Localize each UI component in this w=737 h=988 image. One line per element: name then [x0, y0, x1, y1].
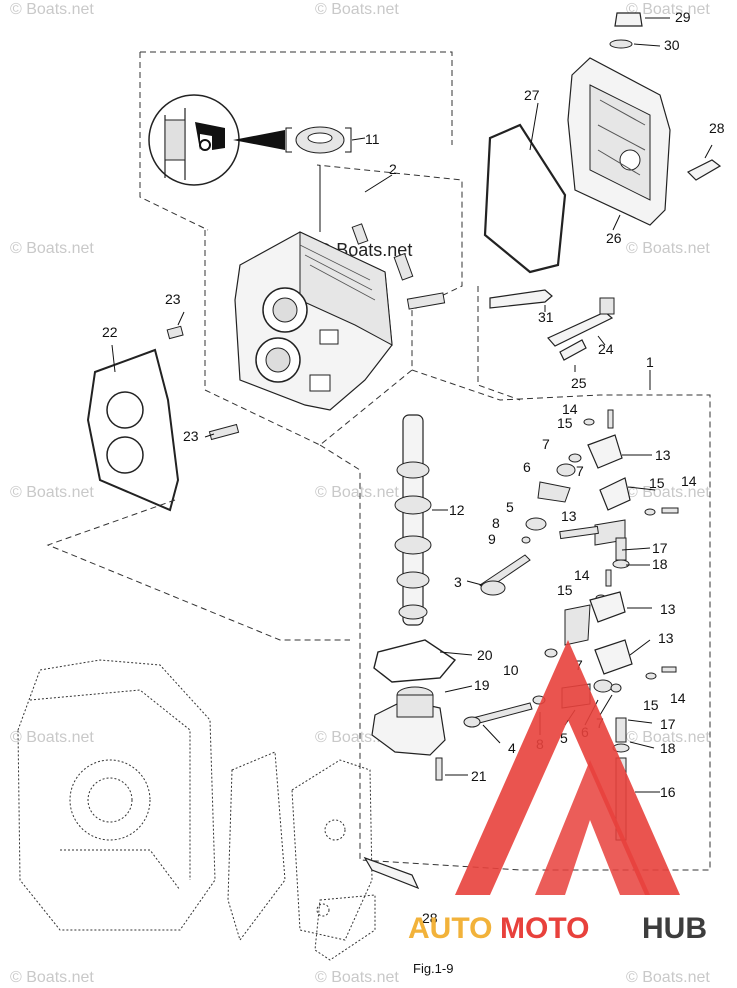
callout-23: 23 [183, 428, 199, 444]
callouts: 11 2 1 27 26 28 29 30 31 24 25 23 23 22 … [102, 9, 725, 926]
filler-cap [614, 12, 643, 27]
automotohub-logo: AUTO MOTO HUB [408, 640, 707, 945]
head-cover-assembly [483, 12, 722, 274]
logo-auto: AUTO [408, 912, 492, 945]
callout-15: 15 [557, 415, 573, 431]
callout-14: 14 [562, 401, 578, 417]
crankcase-ghost [17, 659, 420, 961]
bolt-short [559, 339, 587, 361]
detail-circle [148, 94, 240, 186]
callout-1: 1 [646, 354, 654, 370]
watermark: © Boats.net [10, 969, 94, 986]
callout-16: 16 [660, 784, 676, 800]
watermark: © Boats.net [626, 484, 710, 501]
logo-hub: HUB [642, 912, 707, 945]
watermark: © Boats.net [10, 1, 94, 18]
logo-triangle-icon [455, 640, 680, 895]
callout-21: 21 [471, 768, 487, 784]
callout-19: 19 [474, 677, 490, 693]
callout-10: 10 [503, 662, 519, 678]
watermark: © Boats.net [626, 969, 710, 986]
callout-25: 25 [571, 375, 587, 391]
watermark: © Boats.net [10, 729, 94, 746]
outline-connector-2 [477, 286, 521, 401]
callout-15: 15 [649, 475, 665, 491]
watermark: © Boats.net [315, 484, 399, 501]
callout-9: 9 [488, 531, 496, 547]
pump-housing [371, 639, 457, 781]
watermark: © Boats.net [10, 484, 94, 501]
logo-moto: MOTO [500, 912, 589, 945]
pump-bolt [435, 757, 443, 781]
callout-26: 26 [606, 230, 622, 246]
callout-6: 6 [523, 459, 531, 475]
callout-7: 7 [542, 436, 550, 452]
callout-24: 24 [598, 341, 614, 357]
callout-17: 17 [652, 540, 668, 556]
camshaft [394, 414, 432, 626]
callout-5: 5 [506, 499, 514, 515]
callout-27: 27 [524, 87, 540, 103]
callout-15: 15 [643, 697, 659, 713]
callout-30: 30 [664, 37, 680, 53]
outline-lower [46, 499, 350, 641]
callout-29: 29 [675, 9, 691, 25]
cap-seal [609, 39, 633, 49]
callout-11: 11 [365, 131, 380, 147]
watermark: © Boats.net [626, 240, 710, 257]
outline-left [139, 52, 209, 231]
watermark: © Boats.net [626, 729, 710, 746]
group-outlines [139, 51, 711, 871]
watermark: © Boats.net [626, 1, 710, 18]
outline-cylinder-head-top [140, 51, 453, 145]
watermark: © Boats.net [315, 1, 399, 18]
callout-14: 14 [681, 473, 697, 489]
callout-23: 23 [165, 291, 181, 307]
valve-train-upper [479, 409, 679, 596]
callout-8: 8 [492, 515, 500, 531]
head-fittings [166, 223, 615, 441]
outline-valve-train [319, 394, 711, 871]
pump-gasket [373, 639, 457, 683]
watermark: © Boats.net [315, 969, 399, 986]
callout-14: 14 [670, 690, 686, 706]
callout-14: 14 [574, 567, 590, 583]
cover-gasket [483, 123, 567, 274]
pointer-arrow [233, 130, 285, 150]
callout-18: 18 [652, 556, 668, 572]
callout-5: 5 [560, 730, 568, 746]
cylinder-gasket [86, 348, 180, 512]
cylinder-head [234, 231, 393, 411]
callout-13: 13 [655, 447, 671, 463]
outline-cylinder-head [204, 164, 463, 446]
callout-18: 18 [660, 740, 676, 756]
callout-3: 3 [454, 574, 462, 590]
seal-lip-icon [195, 122, 225, 150]
cover-bolt [686, 159, 722, 181]
callout-28: 28 [422, 910, 438, 926]
callout-7: 7 [576, 463, 584, 479]
callout-28: 28 [709, 120, 725, 136]
callout-13: 13 [660, 601, 676, 617]
figure-label: Fig.1-9 [413, 961, 453, 976]
watermark: © Boats.net [10, 240, 94, 257]
callout-13: 13 [561, 508, 577, 524]
callout-2: 2 [389, 161, 397, 177]
outline-connector [411, 369, 601, 401]
callout-17: 17 [660, 716, 676, 732]
bolt [547, 311, 614, 347]
callout-31: 31 [538, 309, 554, 325]
callout-20: 20 [477, 647, 493, 663]
seal-detail [148, 94, 352, 186]
callout-12: 12 [449, 502, 465, 518]
callout-15: 15 [557, 582, 573, 598]
callout-7: 7 [575, 657, 583, 673]
spark-plug [489, 289, 553, 309]
stud-bolt [363, 856, 420, 890]
callout-22: 22 [102, 324, 118, 340]
callout-4: 4 [508, 740, 516, 756]
callout-13: 13 [658, 630, 674, 646]
